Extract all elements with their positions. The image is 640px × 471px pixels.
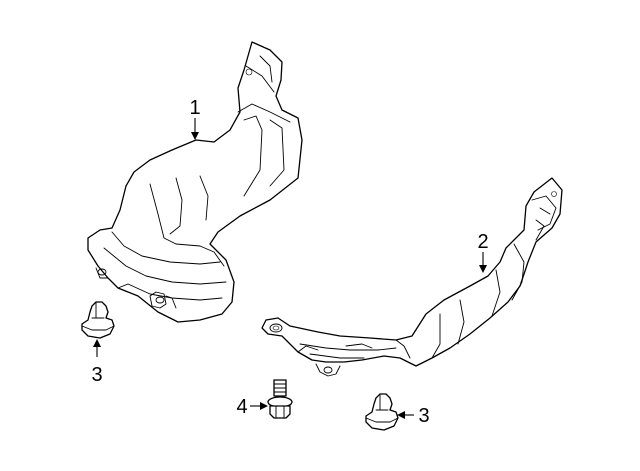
callout-part-3-right: 3 bbox=[418, 405, 429, 427]
push-clip-left[interactable] bbox=[81, 301, 115, 339]
callout-part-1: 1 bbox=[189, 97, 200, 119]
leader-part-4 bbox=[250, 402, 268, 410]
leader-part-2 bbox=[479, 252, 487, 273]
leader-part-1 bbox=[191, 118, 199, 140]
leader-part-3-right bbox=[397, 411, 414, 419]
splash-shield-right[interactable] bbox=[261, 177, 563, 377]
callout-part-3-left: 3 bbox=[91, 364, 102, 386]
flange-bolt[interactable] bbox=[267, 379, 293, 419]
splash-shield-left[interactable] bbox=[87, 41, 303, 323]
callout-part-4: 4 bbox=[236, 396, 247, 418]
callout-part-2: 2 bbox=[477, 231, 488, 253]
leader-part-3-left bbox=[93, 339, 101, 357]
push-clip-right[interactable] bbox=[365, 393, 399, 431]
